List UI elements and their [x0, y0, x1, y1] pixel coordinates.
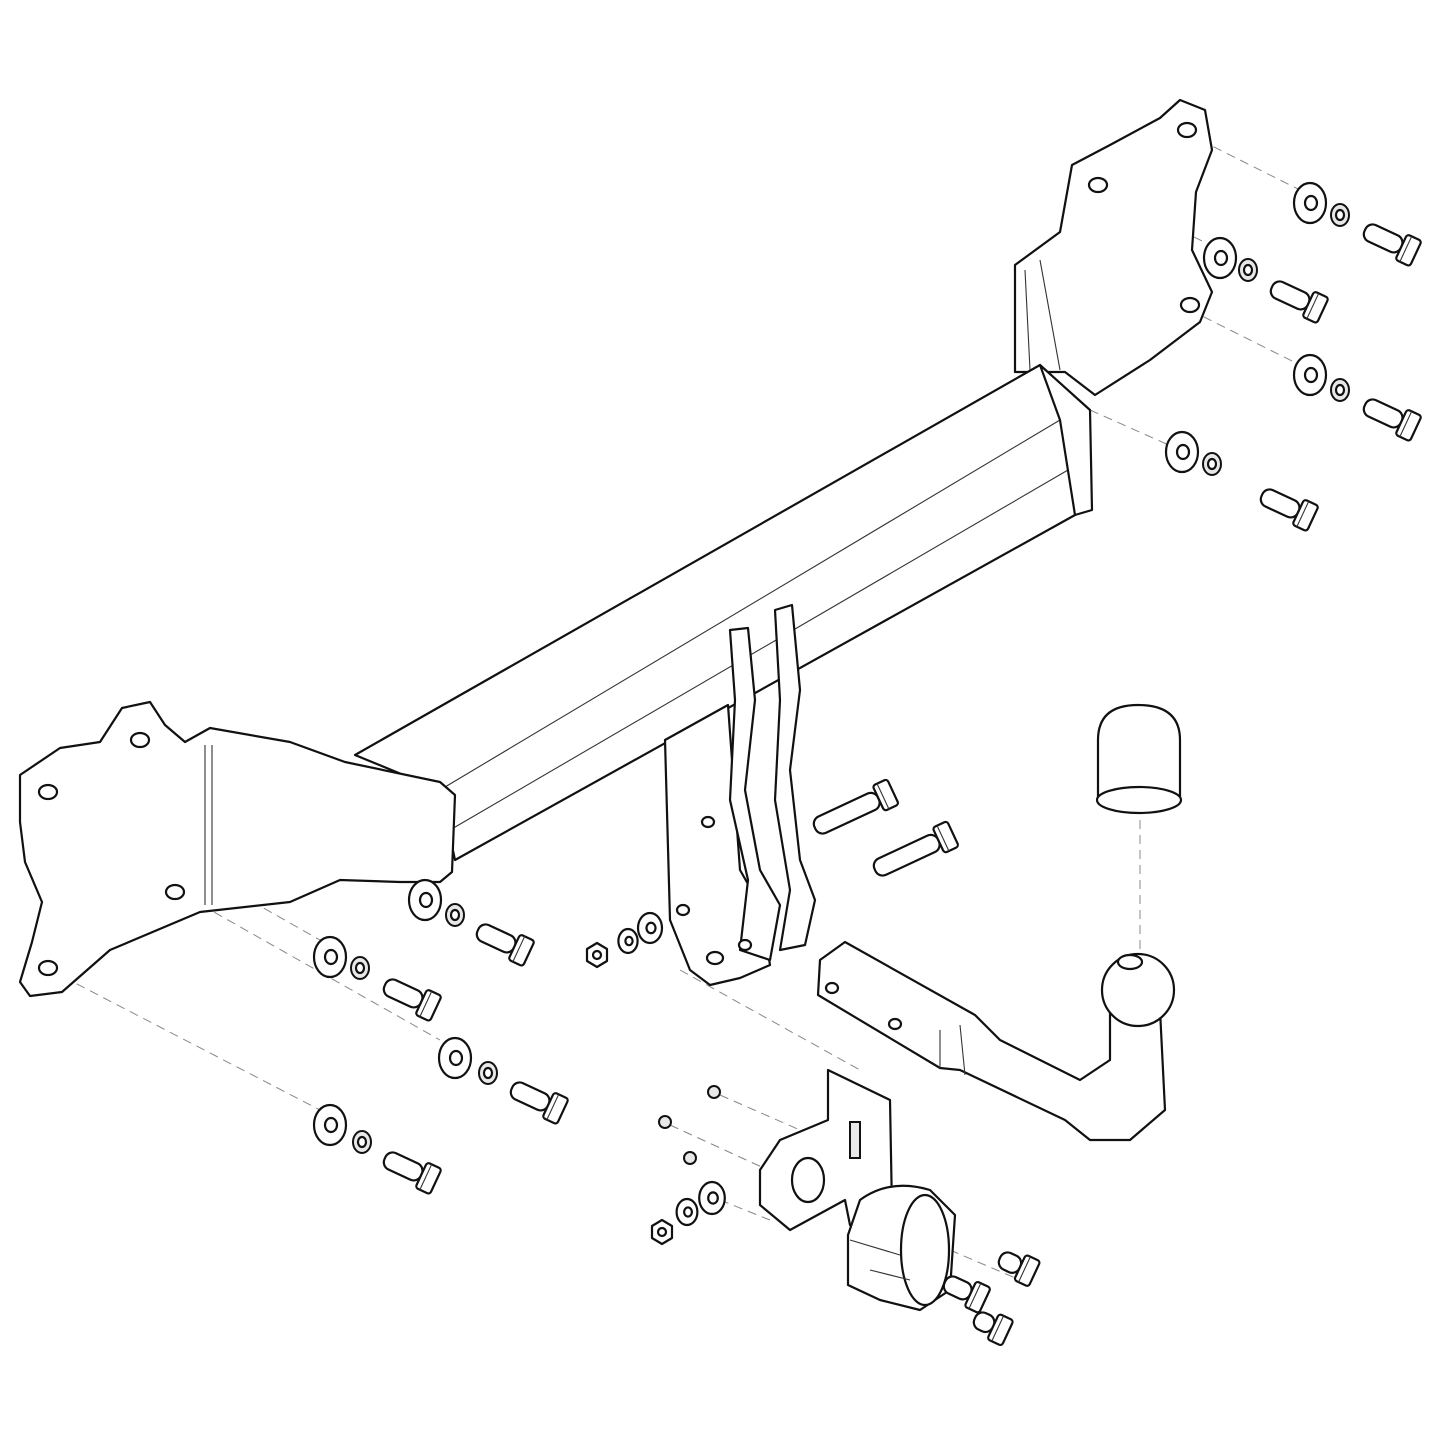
hex-bolt-icon — [812, 778, 899, 835]
hex-bolt-icon — [1259, 488, 1319, 532]
hex-bolt-icon — [382, 1151, 442, 1195]
lock-washer-hole — [1206, 457, 1218, 471]
lock-washer-hole — [1334, 208, 1346, 222]
hex-bolt-icon — [972, 1311, 1014, 1347]
small-nut-icon — [707, 1085, 721, 1099]
lock-washer-hole — [482, 1066, 494, 1080]
fasteners — [312, 181, 1422, 1347]
washer-hole — [707, 1191, 719, 1205]
washer-hole — [323, 1116, 339, 1134]
lock-washer-hole — [356, 1135, 368, 1149]
washer-hole — [682, 1206, 693, 1218]
small-nut-icon — [658, 1115, 672, 1129]
hex-bolt-icon — [475, 923, 535, 967]
hex-bolt-icon — [509, 1081, 569, 1125]
left-mounting-bracket — [18, 700, 457, 998]
tow-ball-cap — [1095, 703, 1183, 815]
hex-bolt-icon — [997, 1251, 1041, 1287]
socket-mounting-plate — [758, 1068, 894, 1232]
crossbar-tube — [353, 363, 1094, 862]
washer-hole — [448, 1049, 464, 1067]
washer-hole — [624, 935, 634, 947]
washer-hole — [418, 891, 434, 909]
nut-hole — [656, 1226, 668, 1238]
tow-ball-neck — [816, 940, 1176, 1142]
washer-hole — [323, 948, 339, 966]
hex-bolt-icon — [1362, 223, 1422, 267]
hex-bolt-icon — [872, 820, 959, 877]
lock-washer-hole — [1242, 263, 1254, 277]
washer-hole — [645, 921, 657, 935]
washer-hole — [1175, 443, 1191, 461]
small-nut-icon — [683, 1151, 697, 1165]
lock-washer-hole — [1334, 383, 1346, 397]
washer-hole — [1303, 194, 1319, 212]
lock-washer-hole — [354, 961, 366, 975]
hex-bolt-icon — [382, 978, 442, 1022]
washer-hole — [1213, 249, 1229, 267]
electrical-socket — [846, 1184, 957, 1312]
hex-bolt-icon — [942, 1275, 991, 1314]
lock-washer-hole — [449, 908, 461, 922]
center-ball-mount-brackets — [663, 603, 817, 987]
hex-bolt-icon — [1269, 280, 1329, 324]
nut-hole — [591, 949, 603, 961]
hex-bolt-icon — [1362, 398, 1422, 442]
right-mounting-bracket — [1013, 98, 1214, 397]
washer-hole — [1303, 366, 1319, 384]
